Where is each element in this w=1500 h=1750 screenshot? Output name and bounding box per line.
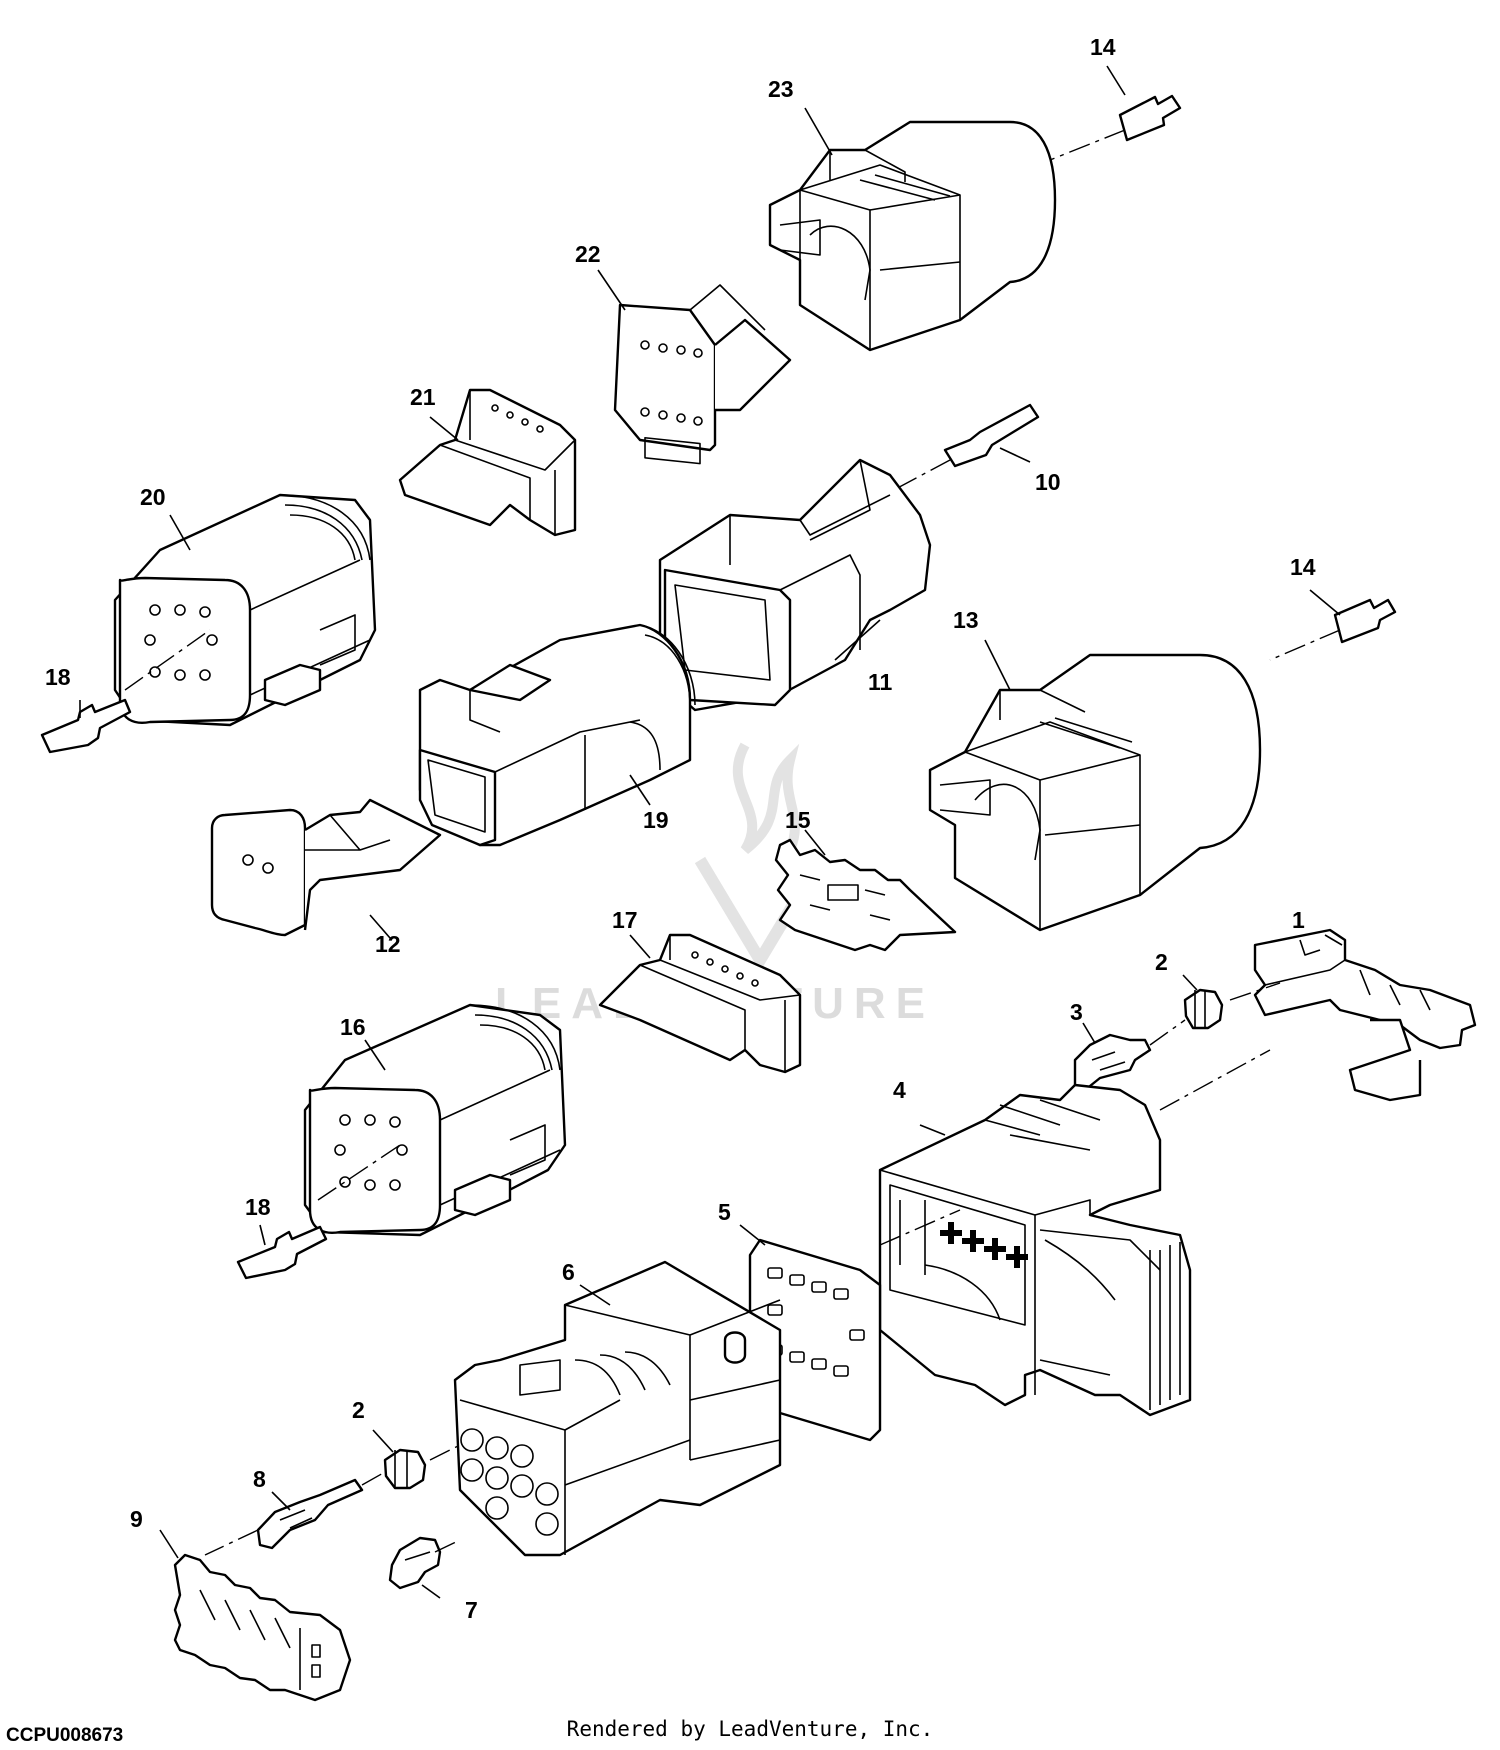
callout-4: 4 bbox=[893, 1077, 906, 1103]
callout-11: 11 bbox=[868, 669, 893, 695]
part-5-holes bbox=[767, 1267, 865, 1377]
part-5-seal bbox=[748, 1209, 961, 1442]
part-4-receptacle bbox=[878, 1049, 1271, 1417]
part-16-holes bbox=[334, 1114, 408, 1191]
callout-17: 17 bbox=[612, 907, 638, 933]
part-4-contacts bbox=[940, 1222, 1028, 1268]
callout-2-lower: 2 bbox=[352, 1397, 365, 1423]
part-8-terminal bbox=[204, 1471, 386, 1556]
callout-5: 5 bbox=[718, 1199, 731, 1225]
callout-8: 8 bbox=[253, 1466, 266, 1492]
part-14-pin-top bbox=[1049, 94, 1182, 161]
part-21-holes bbox=[491, 404, 544, 433]
callout-1: 1 bbox=[1292, 907, 1305, 933]
part-18-pin-lower bbox=[236, 1225, 328, 1280]
callout-16: 16 bbox=[340, 1014, 366, 1040]
part-2-seal-upper bbox=[1183, 982, 1281, 1030]
callouts: 14 23 22 21 10 20 14 11 13 18 19 15 12 1… bbox=[45, 34, 1316, 1623]
callout-18-upper: 18 bbox=[45, 664, 71, 690]
part-15-lock-strip bbox=[774, 838, 957, 952]
callout-3: 3 bbox=[1070, 999, 1083, 1025]
callout-7: 7 bbox=[465, 1597, 478, 1623]
part-9-lock-strip bbox=[173, 1553, 352, 1702]
part-12-plug-lock bbox=[210, 798, 442, 937]
callout-10: 10 bbox=[1035, 469, 1061, 495]
callout-18-lower: 18 bbox=[245, 1194, 271, 1220]
callout-21: 21 bbox=[410, 384, 436, 410]
part-22-wedge-lock bbox=[613, 284, 792, 465]
part-14-pin-right bbox=[1269, 598, 1397, 661]
part-10-pin bbox=[874, 403, 1040, 501]
part-22-holes bbox=[640, 340, 703, 426]
part-2-seal-lower bbox=[383, 1444, 461, 1490]
callout-12: 12 bbox=[375, 931, 401, 957]
callout-14-top: 14 bbox=[1090, 34, 1116, 60]
callout-2-upper: 2 bbox=[1155, 949, 1168, 975]
leader-lines bbox=[79, 65, 1343, 1599]
part-6-cavities bbox=[460, 1428, 559, 1536]
callout-9: 9 bbox=[130, 1506, 143, 1532]
part-3-terminal bbox=[1073, 1019, 1186, 1092]
callout-22: 22 bbox=[575, 241, 601, 267]
part-18-pin-upper bbox=[40, 698, 132, 754]
part-11-receptacle bbox=[658, 458, 932, 712]
drawing-id-label: CCPU008673 bbox=[6, 1725, 124, 1746]
part-7-plug bbox=[388, 1536, 461, 1590]
part-20-receptacle bbox=[113, 493, 377, 727]
callout-23: 23 bbox=[768, 76, 794, 102]
callout-19: 19 bbox=[643, 807, 669, 833]
part-16-receptacle bbox=[303, 1003, 567, 1237]
callout-15: 15 bbox=[785, 807, 811, 833]
part-6-plug bbox=[453, 1260, 782, 1557]
callout-20: 20 bbox=[140, 484, 166, 510]
render-credit: Rendered by LeadVenture, Inc. bbox=[566, 1717, 934, 1741]
callout-14-right: 14 bbox=[1290, 554, 1316, 580]
part-23-housing bbox=[768, 120, 1057, 352]
part-1-terminal-lock bbox=[1253, 928, 1477, 1102]
part-21-wedge-lock bbox=[398, 388, 577, 537]
callout-6: 6 bbox=[562, 1259, 575, 1285]
part-13-housing bbox=[928, 653, 1262, 932]
part-19-plug bbox=[418, 623, 696, 847]
part-17-wedge-lock bbox=[598, 933, 802, 1074]
part-17-holes bbox=[691, 951, 759, 987]
callout-13: 13 bbox=[953, 607, 979, 633]
